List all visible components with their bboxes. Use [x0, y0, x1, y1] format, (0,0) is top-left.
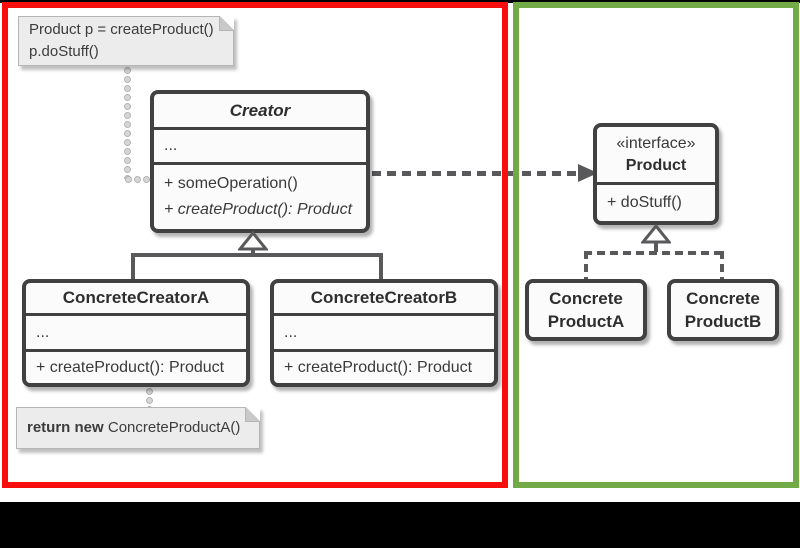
realization-branch-a: [584, 251, 588, 279]
usage-note: Product p = createProduct() p.doStuff(): [18, 16, 234, 66]
creator-class-methods: + someOperation() + createProduct(): Pro…: [154, 162, 366, 229]
inheritance-stem: [251, 249, 255, 255]
note-fold-icon: [245, 407, 260, 422]
dependency-arrow-shaft: [372, 171, 580, 176]
concrete-creator-b-method: + createProduct(): Product: [274, 349, 494, 383]
realization-arrow-icon: [641, 224, 671, 244]
concrete-product-b-class: Concrete ProductB: [667, 279, 779, 341]
concrete-creator-a-fields: ...: [26, 313, 246, 349]
concrete-creator-b-class: ConcreteCreatorB ... + createProduct(): …: [270, 279, 498, 387]
realization-horizontal-line: [584, 251, 724, 255]
concrete-creator-a-method: + createProduct(): Product: [26, 349, 246, 383]
creator-method-someoperation: + someOperation(): [164, 175, 298, 192]
return-note-anchor-line: [146, 387, 153, 409]
creator-class: Creator ... + someOperation() + createPr…: [150, 90, 370, 233]
creator-class-title: Creator: [229, 100, 291, 120]
product-stereotype: «interface»: [616, 134, 696, 152]
inheritance-horizontal-line: [131, 253, 383, 257]
realization-branch-b: [720, 251, 724, 279]
usage-note-line2: p.doStuff(): [29, 43, 99, 60]
usage-note-anchor-elbow: [124, 176, 154, 183]
concrete-creator-a-title: ConcreteCreatorA: [62, 288, 210, 307]
inheritance-arrow-icon: [238, 231, 268, 251]
product-interface-title: «interface» Product: [597, 127, 715, 182]
usage-note-anchor-line: [124, 66, 131, 179]
concrete-product-a-title: Concrete ProductA: [547, 289, 625, 331]
inheritance-branch-b: [379, 253, 383, 280]
return-note-text: return new ConcreteProductA(): [27, 419, 241, 436]
concrete-creator-a-class: ConcreteCreatorA ... + createProduct(): …: [22, 279, 250, 387]
product-name: Product: [625, 156, 687, 174]
creator-method-createproduct: + createProduct(): Product: [164, 201, 353, 218]
concrete-creator-b-title: ConcreteCreatorB: [310, 288, 458, 307]
concrete-product-b-title: Concrete ProductB: [684, 289, 762, 331]
creator-class-fields: ...: [154, 127, 366, 162]
product-method-dostuff: + doStuff(): [597, 182, 715, 221]
product-interface: «interface» Product + doStuff(): [593, 123, 719, 225]
note-fold-icon: [219, 16, 234, 31]
top-letterbox-bar: [0, 0, 800, 3]
bottom-letterbox-bar: [0, 502, 800, 548]
return-note: return new ConcreteProductA(): [16, 407, 260, 449]
concrete-product-a-class: Concrete ProductA: [525, 279, 647, 341]
inheritance-branch-a: [131, 253, 135, 280]
realization-stem: [654, 242, 658, 252]
concrete-creator-b-fields: ...: [274, 313, 494, 349]
usage-note-line1: Product p = createProduct(): [29, 21, 214, 38]
